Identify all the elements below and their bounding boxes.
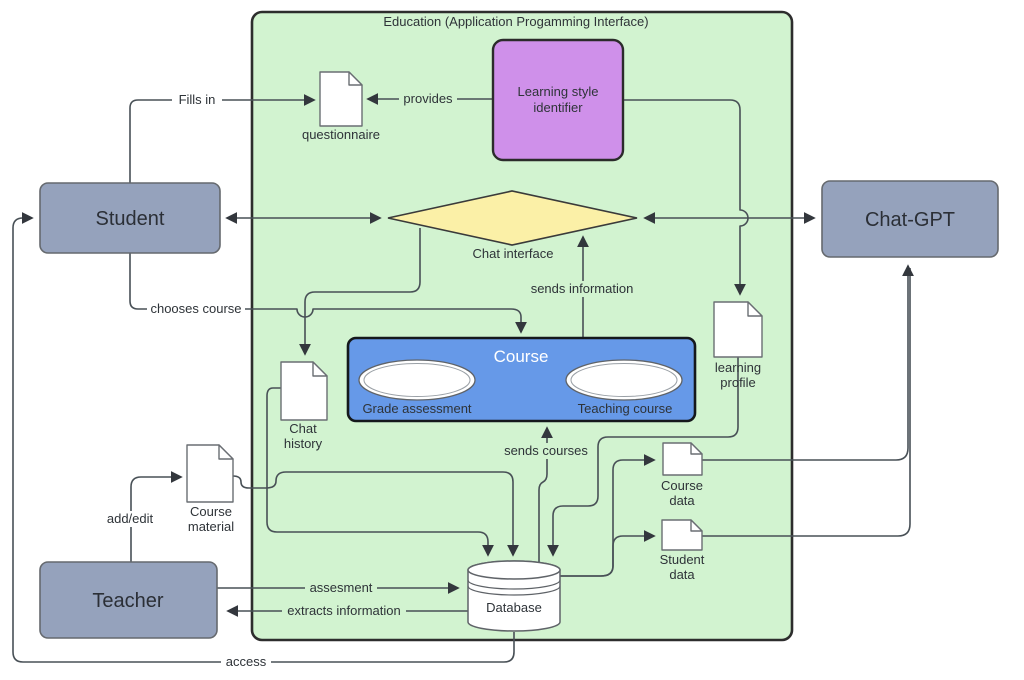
edge-access[interactable] (12, 212, 515, 663)
edge-course-material-database[interactable] (232, 471, 519, 557)
chatgpt-label: Chat-GPT (865, 209, 955, 231)
course-data-node[interactable]: Course data (661, 442, 703, 508)
learning-profile-node[interactable]: learning profile (713, 301, 763, 390)
teacher-box[interactable] (39, 561, 218, 639)
edge-sends-courses[interactable] (538, 426, 553, 562)
course-node[interactable]: Course Grade assessment Teaching course (346, 336, 697, 423)
grade-assessment-ellipse-inner (363, 363, 471, 397)
questionnaire-label: questionnaire (302, 127, 380, 142)
edge-label-add-edit: add/edit (107, 511, 154, 526)
edge-label-bg (500, 443, 592, 459)
chat-interface-label: Chat interface (473, 246, 554, 261)
chat-history-doc-fold (312, 361, 328, 377)
chatgpt-node[interactable]: Chat-GPT (821, 180, 999, 258)
edge-course-data-chatgpt[interactable] (702, 264, 914, 461)
course-data-doc-fold (690, 442, 703, 455)
edge-learning-profile-database[interactable] (547, 357, 739, 557)
course-box[interactable] (346, 336, 697, 423)
edge-database-student-data[interactable] (560, 530, 656, 577)
student-data-node[interactable]: Student data (660, 519, 705, 582)
edge-label-sends-courses: sends courses (504, 443, 588, 458)
edge-label-bg (399, 91, 457, 107)
questionnaire-node[interactable]: questionnaire (302, 71, 380, 142)
teacher-node[interactable]: Teacher (39, 561, 218, 639)
edge-label-assesment: assesment (310, 580, 373, 595)
course-material-label-1: Course (190, 504, 232, 519)
learning-style-identifier-node[interactable]: Learning style identifier (491, 38, 625, 162)
edge-label-access: access (226, 654, 267, 669)
edge-label-bg (221, 654, 271, 670)
api-container-title: Education (Application Progamming Interf… (383, 14, 648, 29)
chatgpt-box[interactable] (821, 180, 999, 258)
chat-interface-diamond[interactable] (387, 190, 638, 246)
edge-label-bg (282, 603, 406, 619)
edge-student-data-chatgpt[interactable] (702, 268, 911, 537)
teacher-label: Teacher (92, 590, 163, 612)
edge-label-chooses-course: chooses course (150, 301, 241, 316)
edge-add-edit[interactable] (130, 471, 183, 562)
database-cylinder-top (467, 560, 561, 580)
edge-label-bg (147, 301, 245, 317)
database-platter-line (467, 585, 561, 596)
edge-label-fills-in: Fills in (179, 92, 216, 107)
course-material-node[interactable]: Course material (186, 444, 234, 534)
edge-chat-interface-chat-history[interactable] (299, 228, 421, 356)
database-node[interactable]: Database (467, 560, 561, 632)
learning-style-identifier-label-2: identifier (533, 100, 583, 115)
database-label: Database (486, 600, 542, 615)
learning-profile-doc-fold (747, 301, 763, 317)
edge-chooses-course[interactable] (129, 253, 527, 334)
chat-history-label-2: history (284, 436, 323, 451)
student-box[interactable] (39, 182, 221, 254)
edge-label-extracts-information: extracts information (287, 603, 400, 618)
chat-history-node[interactable]: Chat history (280, 361, 328, 451)
edge-label-sends-information: sends information (531, 281, 634, 296)
edge-label-bg (172, 92, 222, 108)
teaching-course-label: Teaching course (578, 401, 673, 416)
student-data-doc-fold (690, 519, 703, 532)
course-data-label-2: data (669, 493, 695, 508)
chat-history-label-1: Chat (289, 421, 317, 436)
course-label: Course (494, 347, 549, 366)
edge-label-bg (104, 511, 156, 527)
edge-chat-history-database[interactable] (266, 387, 494, 557)
course-material-label-2: material (188, 519, 234, 534)
student-data-label-1: Student (660, 552, 705, 567)
student-node[interactable]: Student (39, 182, 221, 254)
edge-label-bg (526, 281, 638, 297)
edge-label-bg (305, 580, 377, 596)
course-material-doc-fold (218, 444, 234, 460)
edge-fills-in[interactable] (129, 94, 316, 183)
edge-label-provides: provides (403, 91, 453, 106)
database-platter-line (467, 579, 561, 590)
learning-profile-label-1: learning (715, 360, 761, 375)
grade-assessment-label: Grade assessment (362, 401, 471, 416)
teaching-course-ellipse-inner (570, 363, 678, 397)
edge-labels: Fills in provides chooses course sends i… (104, 91, 638, 670)
learning-profile-label-2: profile (720, 375, 755, 390)
course-data-label-1: Course (661, 478, 703, 493)
student-data-label-2: data (669, 567, 695, 582)
student-label: Student (96, 208, 165, 230)
questionnaire-doc-fold (348, 71, 363, 86)
learning-style-identifier-label-1: Learning style (518, 84, 599, 99)
learning-style-identifier-box[interactable] (491, 38, 625, 162)
chat-interface-node[interactable]: Chat interface (387, 190, 638, 261)
edge-identifier-learning-profile[interactable] (623, 99, 749, 296)
